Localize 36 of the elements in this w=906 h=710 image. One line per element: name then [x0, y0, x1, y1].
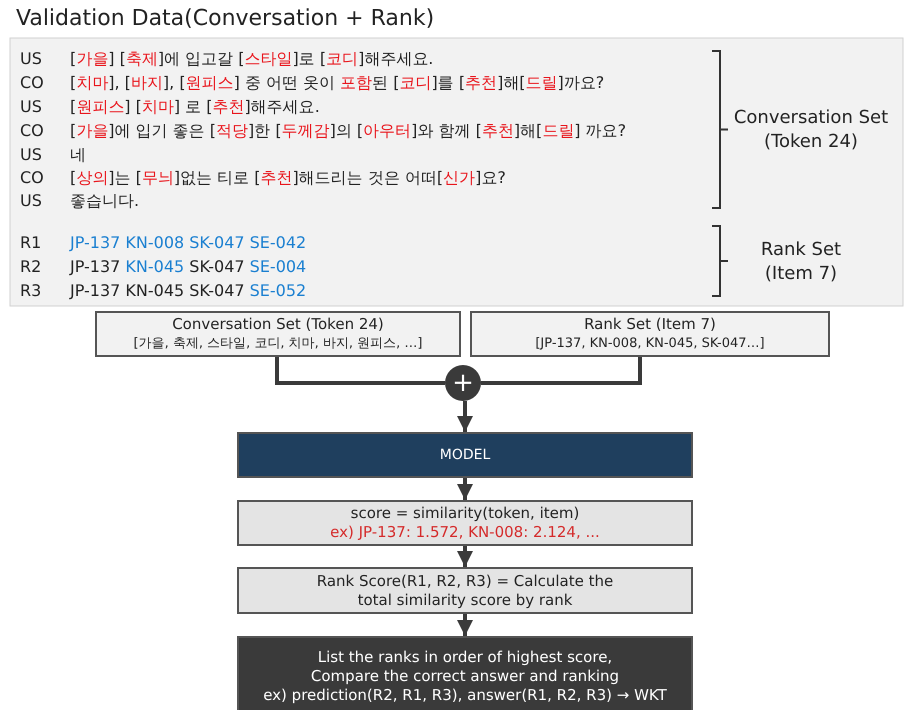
item-list-text: JP-137 KN-008 SK-047 SE-042 — [70, 233, 306, 253]
utterance-text: 좋습니다. — [70, 191, 140, 211]
utterance-text: [상의]는 [무늬]없는 티로 [추천]해드리는 것은 어떠[신가]요? — [70, 168, 506, 188]
speaker-label: CO — [20, 121, 44, 141]
result-box: List the ranks in order of highest score, Compare the correct answer and ranking ex) prediction(R2, R1, R3), answer(R1, R2, R3) → WKT — [237, 636, 693, 710]
connector-line — [275, 357, 445, 385]
rank-label: R2 — [20, 257, 42, 277]
arrow — [457, 546, 473, 567]
speaker-label: CO — [20, 73, 44, 93]
arrow — [457, 401, 473, 432]
speaker-label: US — [20, 49, 42, 69]
utterance-text: [가을] [축제]에 입고갈 [스타일]로 [코디]해주세요. — [70, 49, 434, 69]
arrow — [457, 478, 473, 500]
process-box: Rank Score(R1, R2, R3) = Calculate the total similarity score by rank — [237, 567, 693, 614]
input-box: Conversation Set (Token 24) [가을, 축제, 스타일, 코디, 치마, 바지, 원피스, …] — [95, 311, 461, 357]
model-box: MODEL — [237, 432, 693, 478]
speaker-label: US — [20, 97, 42, 117]
utterance-text: [원피스] [치마] 로 [추천]해주세요. — [70, 97, 320, 117]
utterance-text: 네 — [70, 145, 86, 165]
speaker-label: CO — [20, 168, 44, 188]
item-list-text: JP-137 KN-045 SK-047 SE-052 — [70, 281, 306, 301]
brace-label: Rank Set (Item 7) — [760, 238, 842, 286]
utterance-text: [치마], [바지], [원피스] 중 어떤 옷이 포함된 [코디]를 [추천]해[드릴]까요? — [70, 73, 604, 93]
process-box: score = similarity(token, item) ex) JP-137: 1.572, KN-008: 2.124, ... — [237, 500, 693, 546]
input-box: Rank Set (Item 7) [JP-137, KN-008, KN-045, SK-047…] — [470, 311, 830, 357]
title: Validation Data(Conversation + Rank) — [16, 6, 434, 31]
speaker-label: US — [20, 191, 42, 211]
item-list-text: JP-137 KN-045 SK-047 SE-004 — [70, 257, 306, 277]
speaker-label: US — [20, 145, 42, 165]
rank-label: R1 — [20, 233, 42, 253]
plus-circle: + — [445, 365, 481, 401]
arrow — [457, 614, 473, 636]
utterance-text: [가을]에 입기 좋은 [적당]한 [두께감]의 [아우터]와 함께 [추천]해[드릴] 까요? — [70, 121, 626, 141]
rank-label: R3 — [20, 281, 42, 301]
connector-line — [481, 357, 642, 385]
brace-label: Conversation Set (Token 24) — [732, 106, 890, 154]
